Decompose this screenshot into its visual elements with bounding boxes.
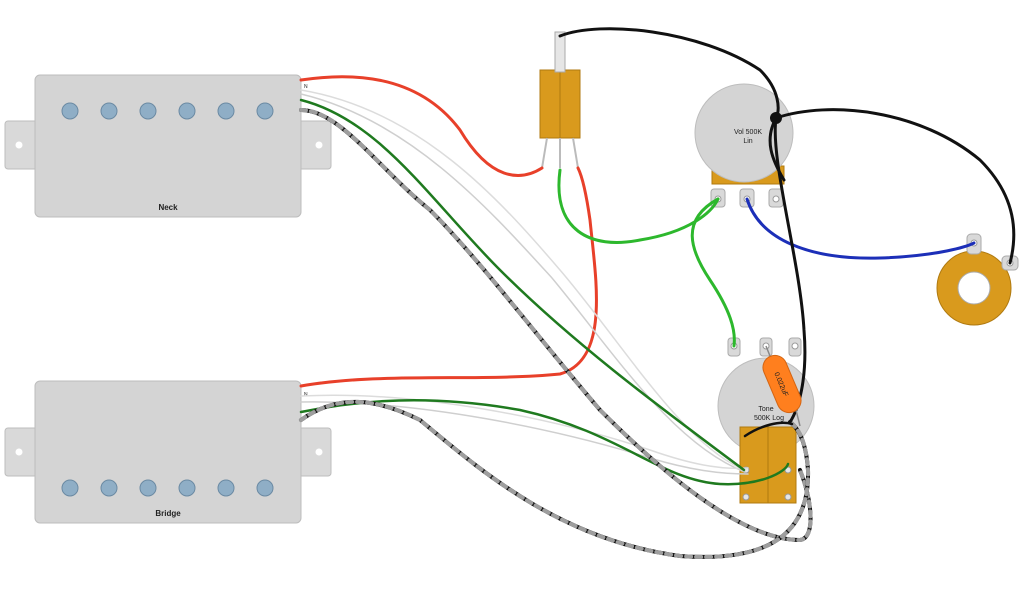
neck-white-wire <box>300 93 746 473</box>
mount-screw-hole <box>15 141 23 149</box>
capacitor-body <box>762 354 802 414</box>
neck-pickup-label: Neck <box>158 203 178 212</box>
tone-pot-label-2: 500K Log <box>754 415 784 422</box>
neck-hot-wire <box>299 75 544 177</box>
bridge-green-wire <box>299 399 790 486</box>
pole-piece <box>217 102 235 120</box>
pole-piece <box>178 102 196 120</box>
neck-white-wire <box>300 89 741 469</box>
pole-piece <box>61 479 79 497</box>
neck-green-wire <box>299 98 746 472</box>
bridge-pickup-body <box>34 380 302 524</box>
volume-pot: Vol 500K Lin <box>694 83 794 208</box>
pole-piece <box>61 102 79 120</box>
volume-to-jack-wire <box>745 197 976 260</box>
jack-ground-wire <box>774 108 1016 265</box>
pole-piece <box>100 102 118 120</box>
switch-to-volume-wire <box>557 168 720 244</box>
tone-capacitor: 0.022uF <box>762 345 802 427</box>
tone-pot-label-1: Tone <box>758 406 773 413</box>
wires <box>299 27 1016 559</box>
bridge-pole-pieces <box>61 479 274 497</box>
volume-pot-body <box>694 83 794 183</box>
lead-mark: N <box>304 84 308 90</box>
volume-pot-label-1: Vol 500K <box>734 129 762 136</box>
bridge-white-wire <box>300 394 749 470</box>
neck-pickup: Neck N <box>4 74 332 218</box>
switch-ground-wire <box>558 27 780 120</box>
pole-piece <box>100 479 118 497</box>
output-jack <box>936 233 1019 326</box>
mount-screw-hole <box>315 141 323 149</box>
pole-piece <box>178 479 196 497</box>
bridge-white-wire <box>300 401 749 475</box>
three-way-switch <box>539 31 581 169</box>
neck-pickup-body <box>34 74 302 218</box>
volume-pot-label-2: Lin <box>743 138 752 145</box>
lead-mark: N <box>304 392 308 398</box>
volume-to-tone-wire <box>690 197 736 348</box>
bridge-hot-wire <box>299 166 598 388</box>
jack-hole <box>957 271 991 305</box>
switch-lever <box>554 31 566 73</box>
pole-piece <box>256 479 274 497</box>
pole-piece <box>217 479 235 497</box>
pole-piece <box>256 102 274 120</box>
pole-piece <box>139 479 157 497</box>
bridge-pickup-label: Bridge <box>155 509 181 518</box>
neck-pole-pieces <box>61 102 274 120</box>
cap-ground-wire <box>743 421 794 438</box>
pole-piece <box>139 102 157 120</box>
mount-screw-hole <box>15 448 23 456</box>
bridge-pickup: Bridge N <box>4 380 332 524</box>
ground-solder-point <box>770 112 782 124</box>
mount-screw-hole <box>315 448 323 456</box>
